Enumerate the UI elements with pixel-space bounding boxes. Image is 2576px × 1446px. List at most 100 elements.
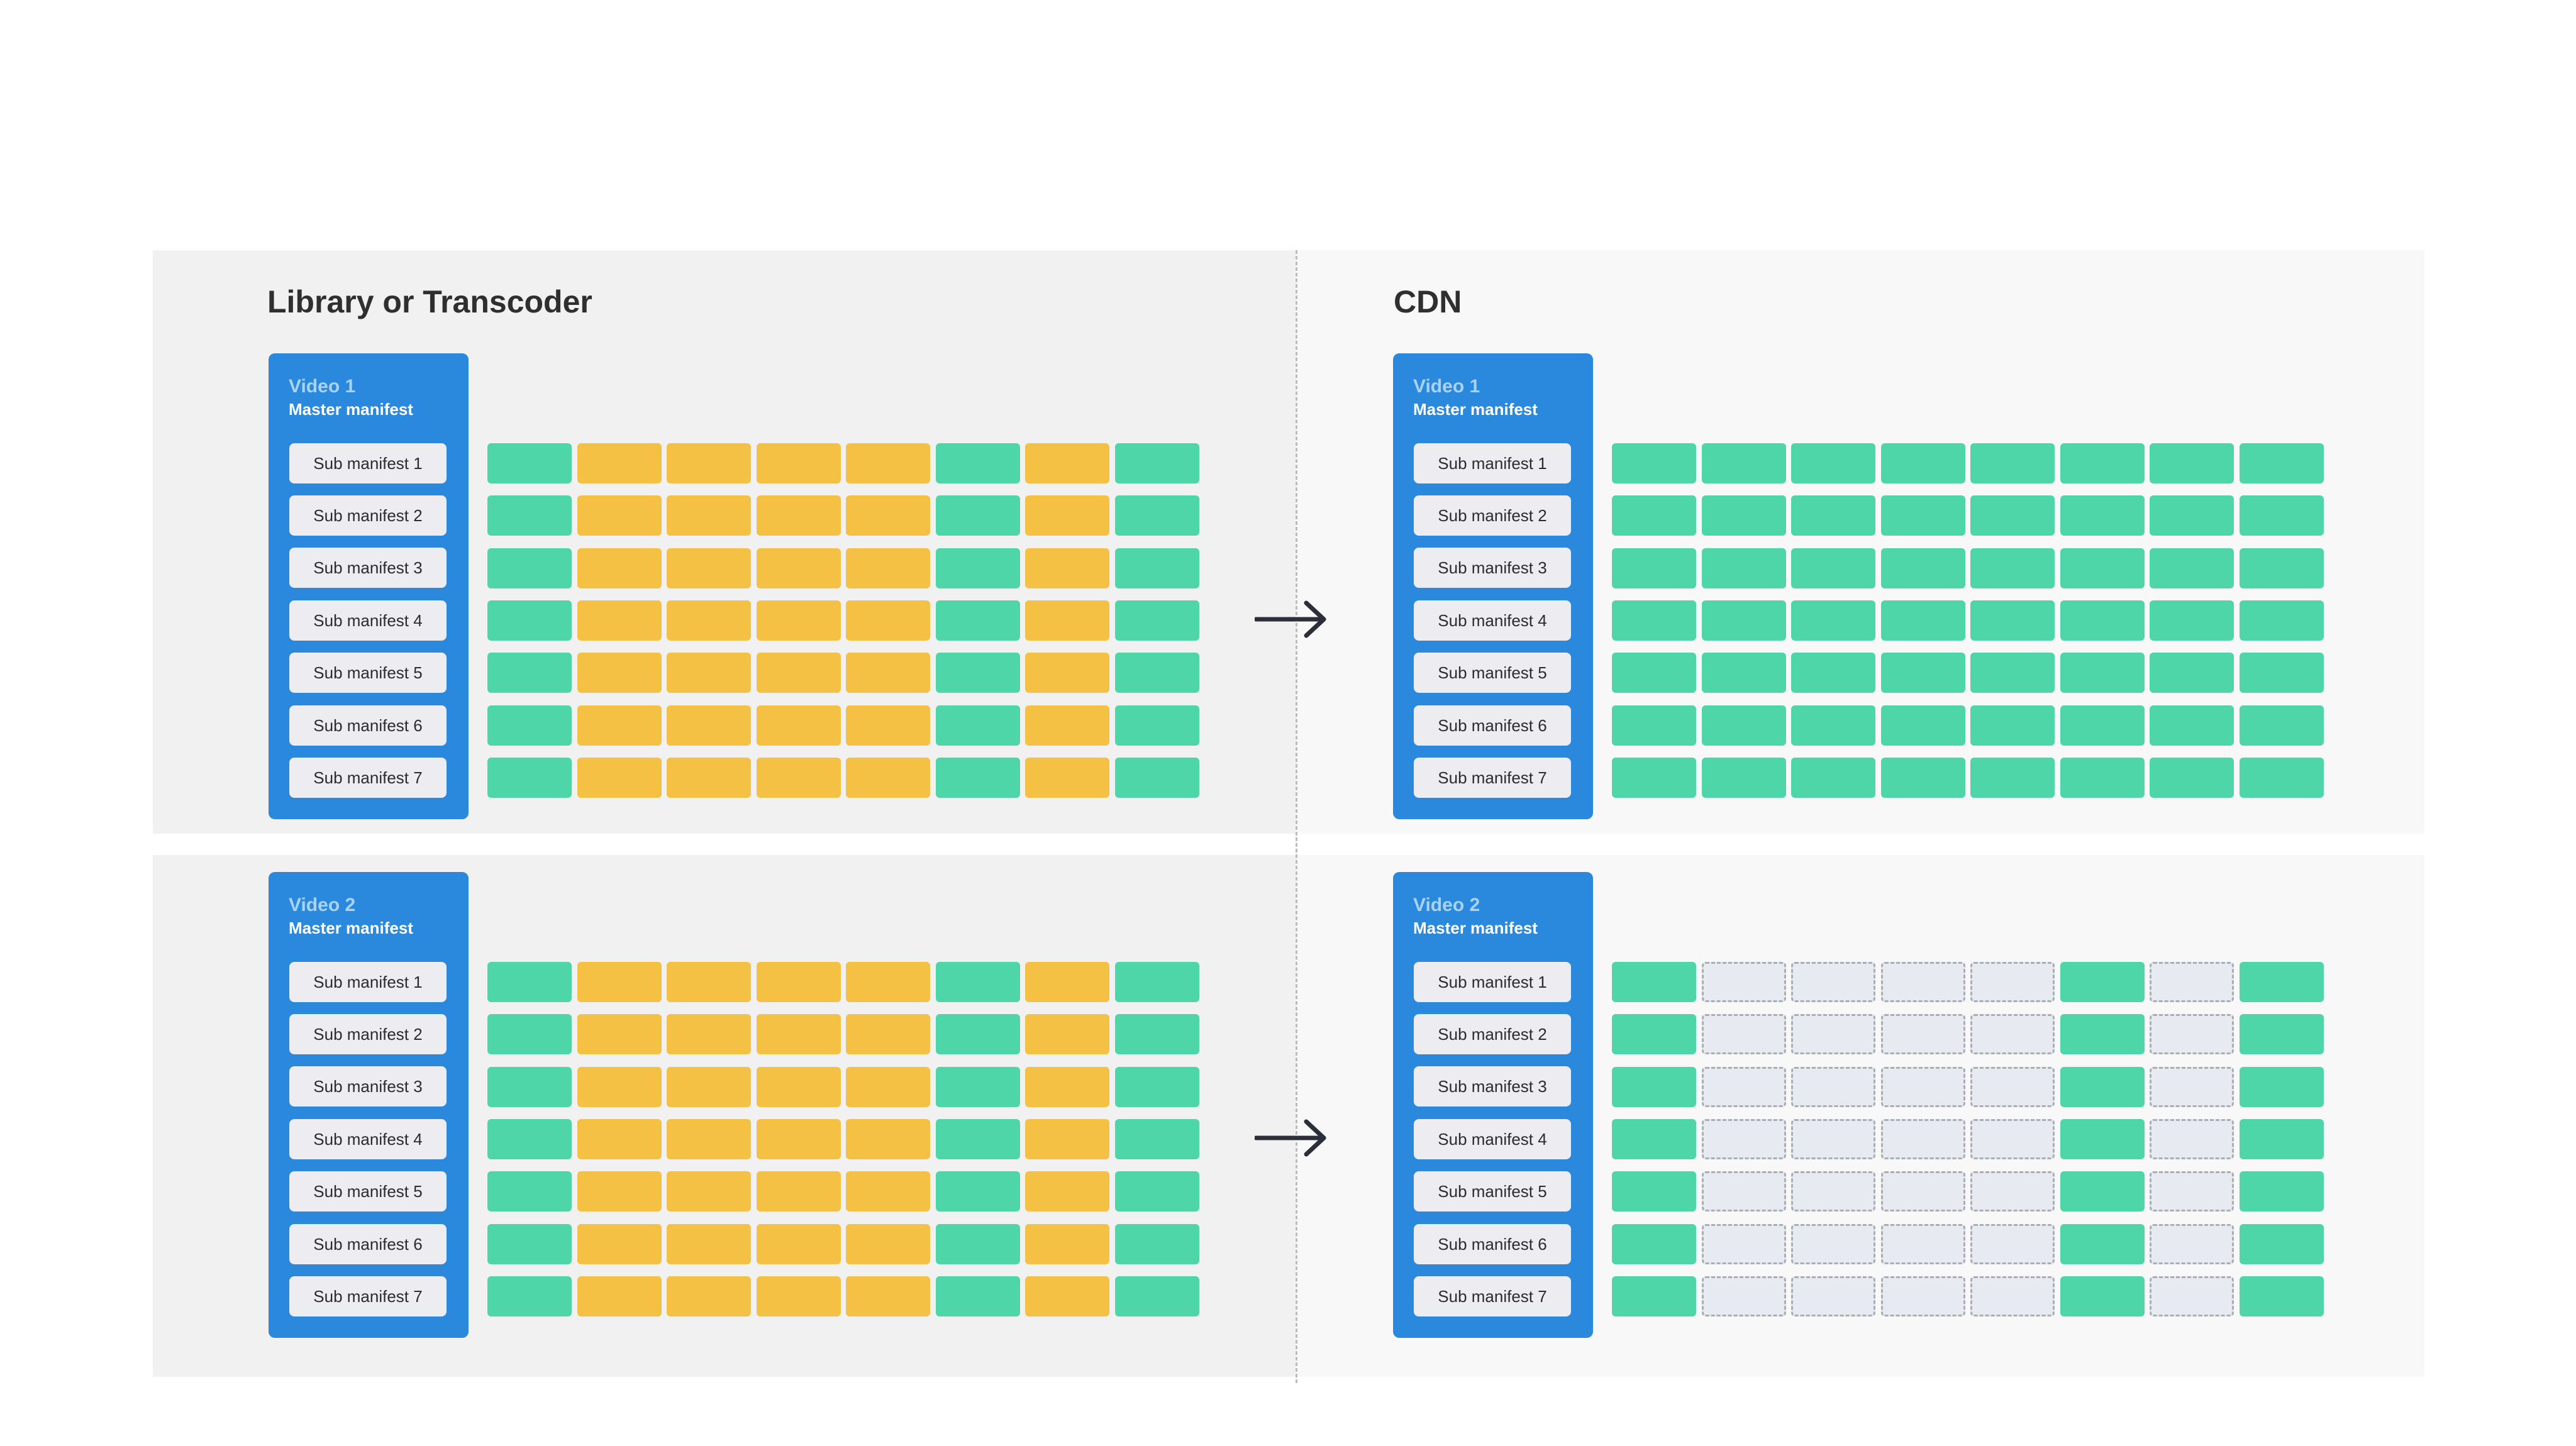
sub-manifest-5[interactable]: Sub manifest 5	[1414, 1171, 1571, 1211]
segment-cached	[2060, 495, 2145, 536]
segment-missing	[1791, 1119, 1875, 1159]
sub-manifest-6[interactable]: Sub manifest 6	[289, 705, 447, 746]
sub-manifest-7[interactable]: Sub manifest 7	[289, 758, 447, 798]
segment-cached	[1612, 1014, 1696, 1054]
segment-cached	[1970, 653, 2055, 693]
sub-manifest-2[interactable]: Sub manifest 2	[289, 495, 447, 536]
segment-transcoded	[846, 443, 930, 483]
segment-transcoded	[577, 600, 662, 641]
segment-transcoded	[1025, 1014, 1109, 1054]
segment-transcoded	[757, 705, 841, 746]
segment-cached	[2060, 600, 2145, 641]
segment-transcoded	[757, 443, 841, 483]
segment-transcoded	[667, 495, 751, 536]
master-manifest-label: Master manifest	[1413, 400, 1538, 419]
segment-transcoded	[846, 1014, 930, 1054]
sub-manifest-6[interactable]: Sub manifest 6	[1414, 705, 1571, 746]
segment-cached	[936, 1171, 1020, 1211]
sub-manifest-3[interactable]: Sub manifest 3	[1414, 1066, 1571, 1107]
sub-manifest-2[interactable]: Sub manifest 2	[1414, 495, 1571, 536]
segment-cached	[2240, 1119, 2324, 1159]
sub-manifest-5[interactable]: Sub manifest 5	[289, 653, 447, 693]
sub-manifest-2[interactable]: Sub manifest 2	[289, 1014, 447, 1054]
segment-cached	[2060, 758, 2145, 798]
segment-cached	[1791, 705, 1875, 746]
segment-cached	[1881, 653, 1965, 693]
segment-cached	[936, 1014, 1020, 1054]
segment-transcoded	[757, 1224, 841, 1264]
segment-cached	[487, 443, 572, 483]
sub-manifest-4[interactable]: Sub manifest 4	[1414, 600, 1571, 641]
segment-transcoded	[577, 653, 662, 693]
segment-missing	[1702, 1224, 1786, 1264]
segment-transcoded	[1025, 1276, 1109, 1316]
segment-cached	[1115, 1224, 1199, 1264]
segment-cached	[2240, 1171, 2324, 1211]
segment-cached	[2060, 962, 2145, 1002]
segment-cached	[1702, 600, 1786, 641]
segment-cached	[2150, 705, 2234, 746]
sub-manifest-1[interactable]: Sub manifest 1	[289, 443, 447, 483]
segment-cached	[2240, 495, 2324, 536]
video-card-cdn-1: Video 1 Master manifest Sub manifest 1 S…	[1393, 353, 1593, 819]
segment-cached	[1115, 495, 1199, 536]
segment-cached	[1970, 600, 2055, 641]
segment-missing	[2150, 1119, 2234, 1159]
sub-manifest-4[interactable]: Sub manifest 4	[289, 1119, 447, 1159]
segment-cached	[1702, 443, 1786, 483]
segment-cached	[1791, 495, 1875, 536]
sub-manifest-7[interactable]: Sub manifest 7	[289, 1276, 447, 1316]
segment-cached	[936, 758, 1020, 798]
segment-transcoded	[846, 962, 930, 1002]
sub-manifest-7[interactable]: Sub manifest 7	[1414, 1276, 1571, 1316]
cdn-heading: CDN	[1394, 284, 1462, 319]
segment-cached	[2060, 1067, 2145, 1107]
segment-cached	[2240, 548, 2324, 588]
sub-manifest-3[interactable]: Sub manifest 3	[289, 1066, 447, 1107]
sub-manifest-1[interactable]: Sub manifest 1	[1414, 962, 1571, 1002]
arrow-right-icon	[1255, 1119, 1326, 1157]
segment-missing	[1970, 1276, 2055, 1316]
segment-missing	[2150, 962, 2234, 1002]
sub-manifest-3[interactable]: Sub manifest 3	[1414, 548, 1571, 588]
sub-manifest-6[interactable]: Sub manifest 6	[1414, 1224, 1571, 1264]
segment-cached	[487, 1224, 572, 1264]
sub-manifest-1[interactable]: Sub manifest 1	[289, 962, 447, 1002]
segment-cached	[1612, 705, 1696, 746]
segment-cached	[1612, 495, 1696, 536]
segment-missing	[1791, 962, 1875, 1002]
segment-transcoded	[1025, 600, 1109, 641]
segment-cached	[2150, 443, 2234, 483]
segment-cached	[1702, 495, 1786, 536]
segment-cached	[1702, 705, 1786, 746]
sub-manifest-1[interactable]: Sub manifest 1	[1414, 443, 1571, 483]
segment-cached	[487, 495, 572, 536]
segment-transcoded	[667, 1224, 751, 1264]
sub-manifest-2[interactable]: Sub manifest 2	[1414, 1014, 1571, 1054]
segment-transcoded	[1025, 705, 1109, 746]
segment-cached	[2240, 600, 2324, 641]
segment-transcoded	[667, 1067, 751, 1107]
segment-cached	[487, 600, 572, 641]
segment-transcoded	[846, 600, 930, 641]
segment-cached	[1970, 443, 2055, 483]
sub-manifest-7[interactable]: Sub manifest 7	[1414, 758, 1571, 798]
segment-transcoded	[846, 1067, 930, 1107]
sub-manifest-4[interactable]: Sub manifest 4	[289, 600, 447, 641]
segment-cached	[1612, 962, 1696, 1002]
segment-cached	[1970, 705, 2055, 746]
segment-transcoded	[1025, 1171, 1109, 1211]
segment-cached	[2150, 600, 2234, 641]
segment-cached	[1612, 443, 1696, 483]
sub-manifest-5[interactable]: Sub manifest 5	[289, 1171, 447, 1211]
sub-manifest-5[interactable]: Sub manifest 5	[1414, 653, 1571, 693]
segment-cached	[2060, 1014, 2145, 1054]
segment-cached	[1791, 758, 1875, 798]
sub-manifest-4[interactable]: Sub manifest 4	[1414, 1119, 1571, 1159]
sub-manifest-6[interactable]: Sub manifest 6	[289, 1224, 447, 1264]
segment-missing	[1702, 1119, 1786, 1159]
segment-cached	[1612, 600, 1696, 641]
sub-manifest-3[interactable]: Sub manifest 3	[289, 548, 447, 588]
segment-cached	[2060, 705, 2145, 746]
segment-cached	[2240, 653, 2324, 693]
